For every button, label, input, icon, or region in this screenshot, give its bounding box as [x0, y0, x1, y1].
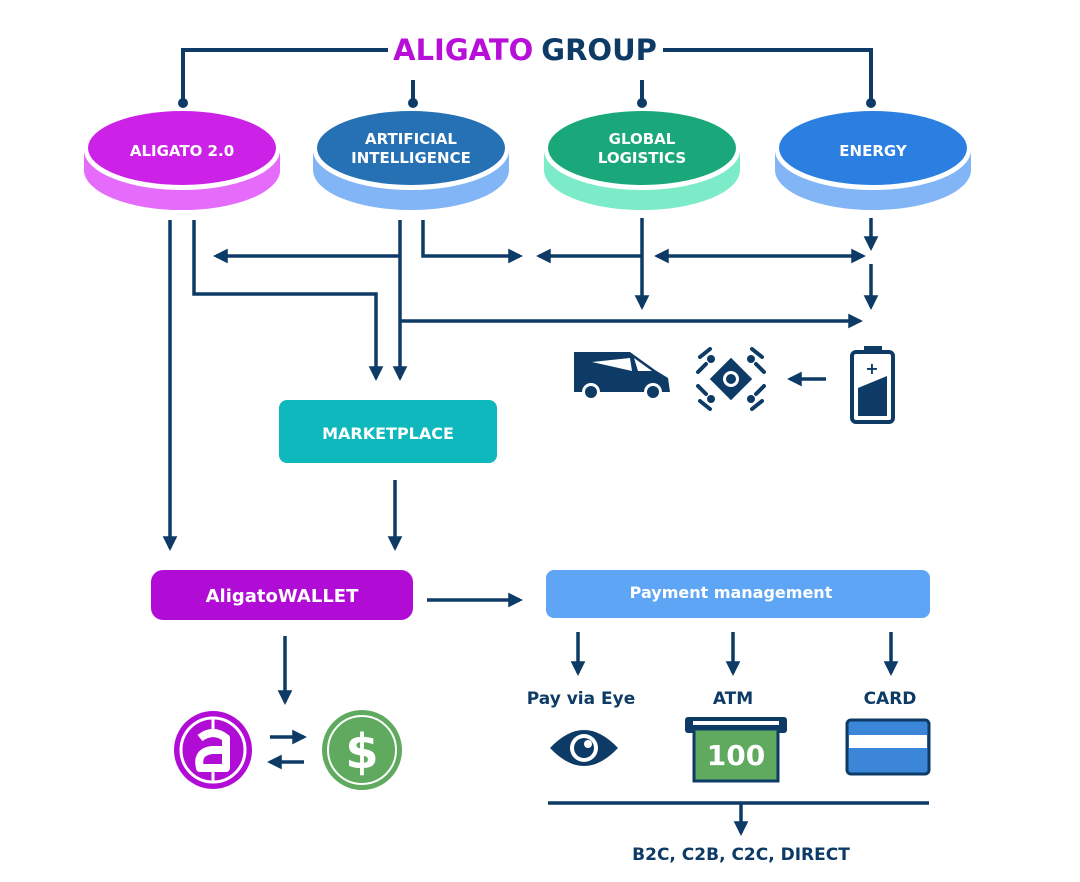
division-artificial-intelligence[interactable]: ARTIFICIAL INTELLIGENCE — [313, 110, 509, 210]
connector-dots — [178, 98, 876, 108]
payment-management-box[interactable]: Payment management — [546, 570, 930, 618]
dollar-coin-icon: $ — [322, 710, 402, 790]
van-icon — [574, 352, 670, 401]
payment-label: Payment management — [630, 583, 833, 602]
flow-arrows — [162, 218, 929, 836]
division-label-line2: INTELLIGENCE — [351, 149, 471, 167]
dollar-symbol: $ — [345, 724, 378, 780]
battery-icon: + — [850, 346, 895, 424]
pay-via-eye-label: Pay via Eye — [527, 689, 635, 709]
card-label: CARD — [864, 689, 917, 709]
division-label: ALIGATO 2.0 — [130, 142, 234, 160]
atm-label: ATM — [713, 689, 753, 709]
transaction-types-label: B2C, C2B, C2C, DIRECT — [632, 845, 850, 865]
division-label-line1: ARTIFICIAL — [365, 130, 457, 148]
top-connector — [181, 48, 873, 100]
marketplace-box[interactable]: MARKETPLACE — [279, 400, 497, 463]
atm-amount: 100 — [707, 739, 765, 772]
atm-banknote-icon[interactable]: 100 — [685, 717, 787, 783]
division-aligato-2[interactable]: ALIGATO 2.0 — [84, 110, 280, 210]
wallet-label: AligatoWALLET — [206, 586, 359, 607]
drone-icon — [696, 347, 766, 411]
division-global-logistics[interactable]: GLOBAL LOGISTICS — [544, 110, 740, 210]
title-aligato: ALIGATO — [393, 33, 533, 67]
division-energy[interactable]: ENERGY — [775, 110, 971, 210]
eye-icon[interactable] — [550, 730, 618, 766]
aligato-coin-icon — [174, 711, 252, 789]
credit-card-icon[interactable] — [845, 718, 931, 776]
aligato-wallet-box[interactable]: AligatoWALLET — [151, 570, 413, 620]
division-label: ENERGY — [839, 142, 908, 160]
marketplace-label: MARKETPLACE — [322, 424, 454, 443]
division-label-line1: GLOBAL — [609, 130, 676, 148]
division-label-line2: LOGISTICS — [598, 149, 686, 167]
battery-plus: + — [865, 359, 878, 378]
title-group: GROUP — [541, 33, 657, 67]
